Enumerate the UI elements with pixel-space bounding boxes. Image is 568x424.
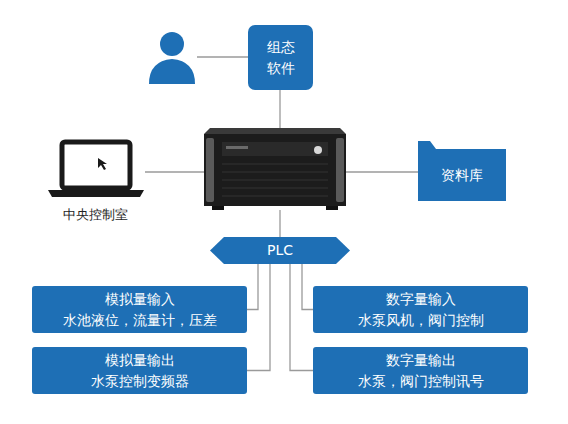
io-body: 水泵风机，阀门控制 xyxy=(358,310,484,330)
node-content: 数字量输出水泵，阀门控制讯号 xyxy=(313,347,528,394)
software-box: 组态 软件 xyxy=(248,25,313,90)
signal-wire xyxy=(290,264,313,371)
node-content: 模拟量输入水池液位，流量计，压差 xyxy=(32,286,247,333)
database-folder: 资料库 xyxy=(418,141,506,201)
signal-wire xyxy=(247,264,270,371)
io-box: 模拟量输入水池液位，流量计，压差 xyxy=(32,286,247,333)
io-body: 水泵控制变频器 xyxy=(91,371,189,391)
box-text: 组态 软件 xyxy=(258,37,303,78)
io-heading: 模拟量输出 xyxy=(105,350,175,370)
io-heading: 数字量输入 xyxy=(386,289,456,309)
io-box: 模拟量输出水泵控制变频器 xyxy=(32,347,247,394)
io-heading: 模拟量输入 xyxy=(105,289,175,309)
io-box: 数字量输入水泵风机，阀门控制 xyxy=(313,286,528,333)
signal-wire xyxy=(302,264,313,310)
laptop-icon xyxy=(48,142,144,197)
node-content: 数字量输入水泵风机，阀门控制 xyxy=(313,286,528,333)
plc-band-fill xyxy=(210,237,350,264)
user-icon xyxy=(149,32,195,84)
plc-band: PLC xyxy=(210,237,350,264)
node-content: PLC xyxy=(210,237,350,264)
io-body: 水泵，阀门控制讯号 xyxy=(358,371,484,391)
box-text: 资料库 xyxy=(441,165,483,185)
band-text: PLC xyxy=(267,240,293,260)
io-heading: 数字量输出 xyxy=(386,350,456,370)
node-content: 资料库 xyxy=(418,141,506,201)
node-content: 模拟量输出水泵控制变频器 xyxy=(32,347,247,394)
io-box: 数字量输出水泵，阀门控制讯号 xyxy=(313,347,528,394)
node-content: 组态 软件 xyxy=(248,25,313,90)
io-body: 水池液位，流量计，压差 xyxy=(63,310,217,330)
database-folder-fill xyxy=(418,141,506,201)
server-icon xyxy=(204,128,346,210)
station-label: 中央控制室 xyxy=(40,206,150,224)
signal-wire xyxy=(247,264,258,310)
